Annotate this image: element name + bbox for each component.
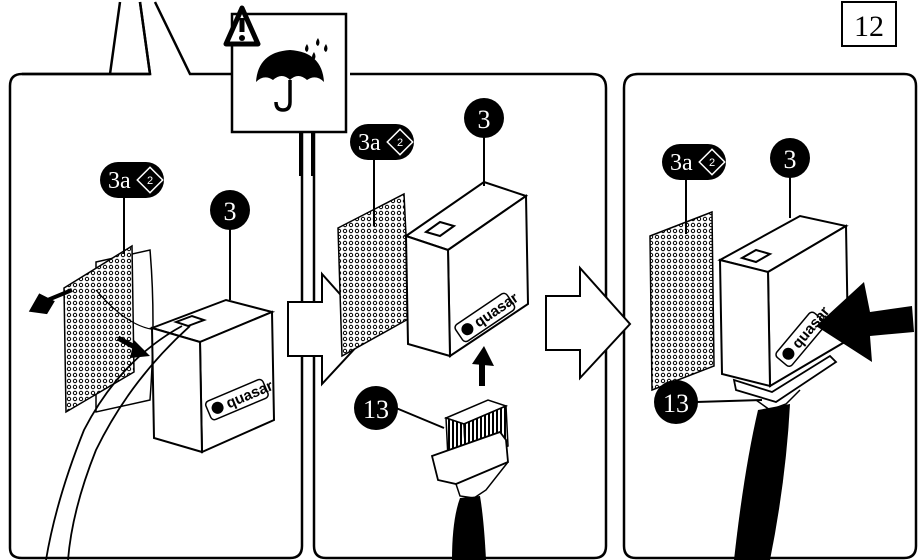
step-arrow-1 <box>287 271 374 387</box>
module-box: quasar <box>403 180 530 358</box>
step-arrow-2 <box>545 265 632 381</box>
callout-3: 3 <box>478 105 491 134</box>
page-number: 12 <box>854 10 884 43</box>
warning-triangle-icon <box>223 5 261 47</box>
push-arrow-icon <box>816 282 914 362</box>
module-box: quasar <box>148 298 276 454</box>
callout-3: 3 <box>784 145 797 174</box>
callout-3a: 3a <box>108 168 131 194</box>
callout-13: 13 <box>363 395 389 424</box>
callout-3a: 3a <box>670 150 693 176</box>
callout-3: 3 <box>224 197 237 226</box>
panel-3-content: quasar 13 3a 2 3 <box>649 138 914 560</box>
filter-mesh <box>63 244 135 414</box>
module-box: quasar <box>717 214 850 411</box>
filter-mesh <box>649 210 715 392</box>
svg-text:2: 2 <box>397 137 403 149</box>
panel-2-content: quasar 13 3a 2 3 <box>337 98 530 560</box>
page-number-box: 12 <box>841 1 897 47</box>
arrow-left-icon <box>28 288 73 315</box>
panel-1-content: quasar 3a 2 3 <box>28 162 276 560</box>
svg-text:2: 2 <box>147 175 153 187</box>
panel-3-border <box>622 72 918 560</box>
callout-13: 13 <box>663 389 689 418</box>
connector <box>430 399 509 499</box>
callout-3a: 3a <box>358 130 381 156</box>
umbrella-rain-icon <box>256 38 328 112</box>
svg-text:2: 2 <box>709 157 715 169</box>
